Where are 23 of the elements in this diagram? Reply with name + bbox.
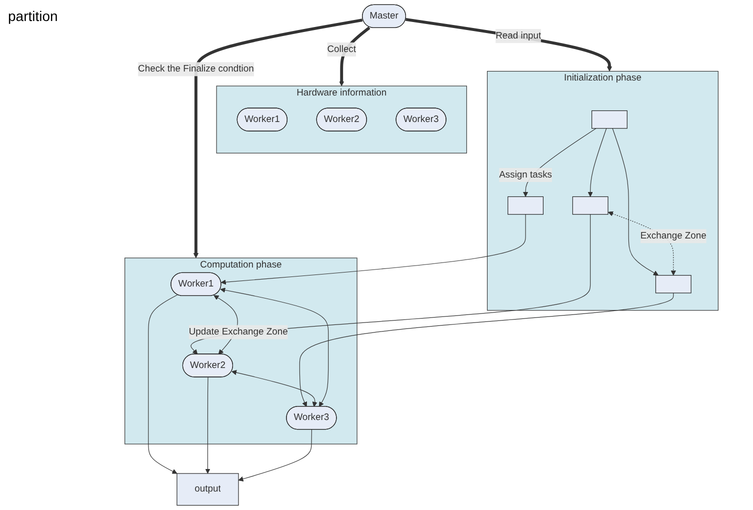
edge-label: Assign tasks bbox=[499, 170, 552, 180]
arrow bbox=[148, 294, 178, 474]
arrow bbox=[238, 429, 312, 482]
arrow bbox=[406, 18, 612, 72]
arrow bbox=[299, 292, 674, 407]
note-text: partition bbox=[8, 8, 59, 24]
arrow bbox=[612, 128, 659, 276]
edge-label: Collect bbox=[327, 44, 356, 54]
arrow bbox=[205, 376, 210, 474]
node-box: output bbox=[176, 473, 239, 506]
node-box bbox=[592, 110, 628, 129]
node-box bbox=[572, 196, 608, 215]
arrow bbox=[232, 370, 318, 407]
arrow bbox=[588, 128, 607, 197]
node-box bbox=[655, 275, 692, 294]
arrow bbox=[193, 18, 363, 258]
node-box bbox=[508, 196, 544, 215]
edge-label: Update Exchange Zone bbox=[188, 326, 288, 337]
arrow bbox=[220, 288, 329, 407]
edge-label: Exchange Zone bbox=[640, 230, 706, 241]
edge-label: Read input bbox=[496, 30, 542, 41]
edge-label: Check the Finalize condtion bbox=[138, 64, 254, 74]
arrow bbox=[220, 214, 526, 285]
